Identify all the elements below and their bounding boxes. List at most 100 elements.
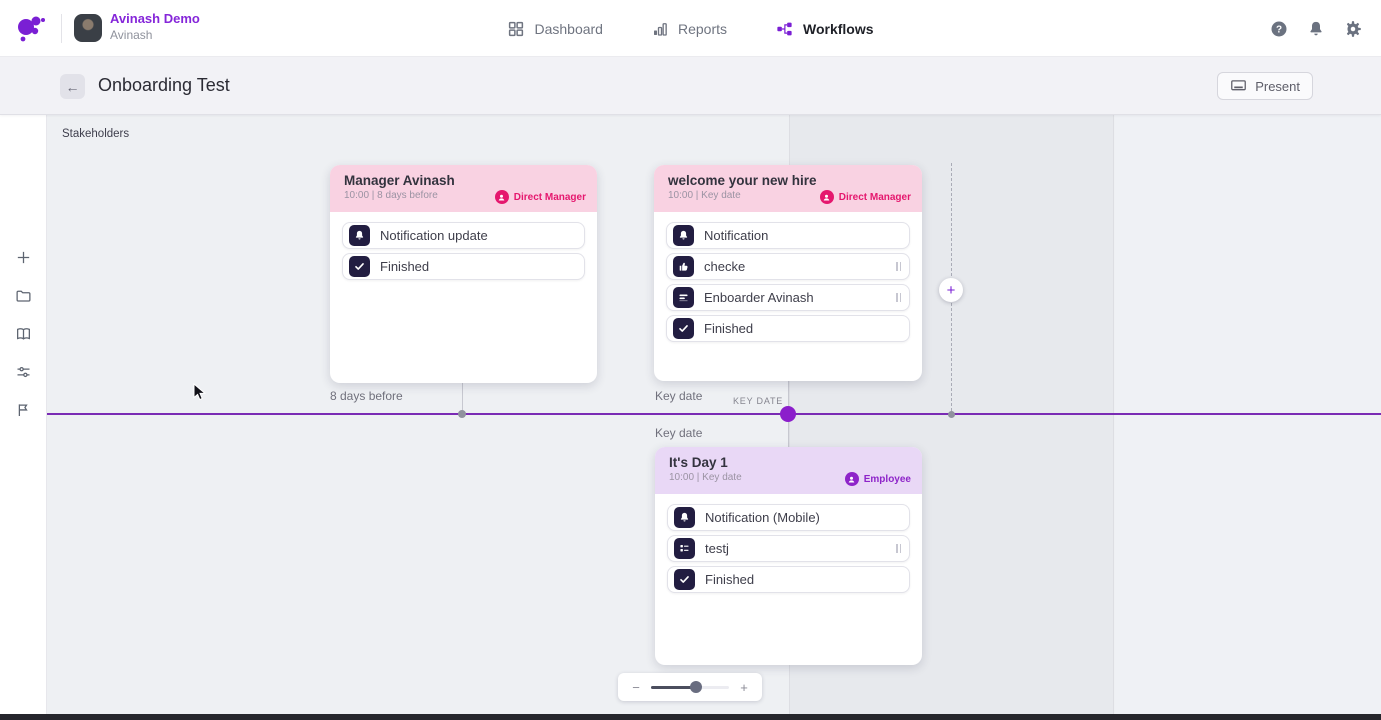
enboarder-logo-icon[interactable] — [13, 11, 49, 47]
document-lines-icon — [673, 287, 694, 308]
workflow-header: ← Onboarding Test Present — [0, 57, 1381, 115]
timeline-label-key-date-caps: KEY DATE — [733, 396, 784, 406]
thumbs-up-icon — [673, 256, 694, 277]
card-header[interactable]: Manager Avinash 10:00 | 8 days before Di… — [330, 165, 597, 212]
library-tool-button[interactable] — [12, 323, 34, 345]
person-icon — [844, 472, 859, 486]
step-item[interactable]: testj — [667, 535, 910, 562]
zoom-in-button[interactable]: + — [740, 679, 748, 695]
person-icon — [819, 190, 834, 204]
badge-label: Direct Manager — [838, 191, 911, 203]
finished-check-icon — [674, 569, 695, 590]
folder-tool-button[interactable] — [12, 285, 34, 307]
notification-bell-icon — [673, 225, 694, 246]
workflow-card-its-day-1[interactable]: It's Day 1 10:00 | Key date Employee Not… — [655, 447, 922, 665]
card-connector-line — [788, 381, 789, 413]
top-navigation-bar: Avinash Demo Avinash Dashboard — [0, 0, 1381, 57]
timeline-label-key-date-below: Key date — [655, 426, 703, 440]
step-item-label: testj — [705, 541, 729, 556]
stakeholders-label: Stakeholders — [62, 128, 130, 140]
step-item-label: Notification — [704, 228, 769, 243]
nav-label: Workflows — [803, 20, 874, 37]
present-screen-icon — [1231, 79, 1247, 90]
step-item[interactable]: Finished — [666, 315, 910, 342]
folder-icon — [15, 290, 31, 302]
zoom-out-button[interactable]: − — [632, 679, 640, 695]
notification-bell-icon — [349, 225, 370, 246]
workflow-card-welcome-new-hire[interactable]: welcome your new hire 10:00 | Key date D… — [654, 165, 922, 381]
nav-item-dashboard[interactable]: Dashboard — [507, 20, 603, 38]
step-item-label: Finished — [705, 572, 755, 587]
zoom-slider-fill — [651, 685, 697, 689]
step-item[interactable]: Notification — [666, 222, 910, 249]
nav-item-workflows[interactable]: Workflows — [775, 20, 874, 38]
card-connector-line — [462, 383, 463, 413]
notifications-bell-icon[interactable] — [1306, 19, 1326, 39]
step-item-label: Enboarder Avinash — [704, 290, 814, 305]
step-item[interactable]: Notification (Mobile) — [667, 504, 910, 531]
step-item[interactable]: Notification update — [342, 222, 585, 249]
canvas-toolbar — [0, 115, 47, 714]
nav-item-reports[interactable]: Reports — [651, 20, 727, 38]
tune-sliders-icon — [17, 366, 29, 378]
nav-label: Dashboard — [534, 20, 603, 37]
user-avatar[interactable] — [74, 14, 102, 42]
drag-handle-icon[interactable] — [896, 544, 901, 553]
settings-tool-button[interactable] — [12, 361, 34, 383]
flag-icon — [18, 404, 28, 416]
topnav-actions: ? — [1269, 0, 1363, 57]
zoom-slider[interactable] — [651, 681, 729, 693]
finished-check-icon — [673, 318, 694, 339]
audience-badge: Employee — [844, 472, 911, 486]
user-name[interactable]: Avinash Demo — [110, 11, 200, 26]
add-tool-button[interactable] — [12, 246, 34, 268]
back-arrow-icon: ← — [65, 78, 80, 95]
bottom-edge-bar — [0, 714, 1381, 720]
timeline-node-dot[interactable] — [458, 410, 466, 418]
drag-handle-icon[interactable] — [896, 293, 901, 302]
workflow-canvas[interactable]: Stakeholders 8 days before Key date KEY … — [47, 115, 1381, 714]
badge-label: Direct Manager — [513, 191, 586, 203]
add-step-button[interactable]: + — [939, 278, 963, 302]
card-header[interactable]: welcome your new hire 10:00 | Key date D… — [654, 165, 922, 212]
help-icon[interactable]: ? — [1269, 19, 1289, 39]
timeline-node-dot[interactable] — [948, 411, 955, 418]
flag-tool-button[interactable] — [12, 399, 34, 421]
badge-label: Employee — [863, 473, 911, 485]
workflows-icon — [777, 22, 792, 35]
key-date-marker-dot[interactable] — [780, 406, 796, 422]
present-button[interactable]: Present — [1217, 72, 1313, 100]
primary-nav: Dashboard Reports Workflows — [0, 0, 1381, 57]
page-title: Onboarding Test — [98, 75, 230, 95]
timeline-label-before: 8 days before — [330, 389, 403, 403]
step-item[interactable]: checke — [666, 253, 910, 280]
step-item[interactable]: Finished — [667, 566, 910, 593]
settings-gear-icon[interactable] — [1343, 19, 1363, 39]
plus-icon: + — [946, 281, 956, 299]
card-title: It's Day 1 — [669, 455, 728, 470]
step-item[interactable]: Enboarder Avinash — [666, 284, 910, 311]
divider — [61, 14, 62, 43]
present-label: Present — [1255, 78, 1300, 94]
nav-label: Reports — [677, 20, 727, 37]
step-item-label: Notification update — [380, 228, 488, 243]
drag-handle-icon[interactable] — [896, 262, 901, 271]
zoom-control: − + — [618, 673, 762, 701]
step-item[interactable]: Finished — [342, 253, 585, 280]
zoom-slider-thumb[interactable] — [690, 681, 703, 693]
step-item-label: Notification (Mobile) — [705, 510, 820, 525]
card-subtitle: 10:00 | Key date — [669, 472, 742, 483]
reports-chart-icon — [653, 22, 667, 36]
audience-badge: Direct Manager — [819, 190, 911, 204]
open-book-icon — [16, 328, 30, 340]
card-header[interactable]: It's Day 1 10:00 | Key date Employee — [655, 447, 922, 494]
timeline-label-key-date: Key date — [655, 389, 703, 403]
svg-text:?: ? — [1276, 24, 1282, 35]
dashboard-grid-icon — [509, 21, 524, 36]
finished-check-icon — [349, 256, 370, 277]
back-button[interactable]: ← — [60, 74, 85, 99]
card-subtitle: 10:00 | 8 days before — [344, 190, 438, 201]
person-icon — [494, 190, 509, 204]
workflow-card-manager-avinash[interactable]: Manager Avinash 10:00 | 8 days before Di… — [330, 165, 597, 383]
step-item-label: Finished — [704, 321, 754, 336]
